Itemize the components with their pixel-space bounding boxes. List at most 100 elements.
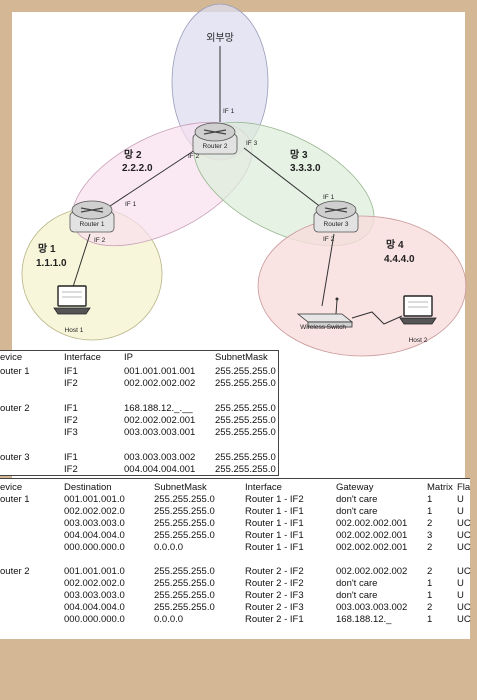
route-table-cell: 2 [427,602,433,613]
net-3-addr: 3.3.3.0 [290,163,321,174]
route-table-cell: 2 [427,566,433,577]
route-table-header-0: evice [0,482,23,493]
route-table-cell: 002.002.002.0 [64,506,125,517]
ip-table-cell: IF2 [64,378,78,389]
ip-table-cell: 255.255.255.0 [215,452,276,463]
route-table-cell: 255.255.255.0 [154,602,215,613]
route-table-header-3: Interface [245,482,282,493]
ip-table-cell: 002.002.002.001 [124,415,196,426]
route-table-cell: 1 [427,506,433,517]
route-table-cell: 2 [427,518,433,529]
route-table-cell: 0.0.0.0 [154,542,184,553]
route-table-cell: don't care [336,590,378,601]
ip-table-cell: 255.255.255.0 [215,403,276,414]
route-table-cell: 002.002.002.001 [336,542,408,553]
route-table-cell: 003.003.003.0 [64,518,125,529]
route-table-cell: Router 1 - IF1 [245,542,304,553]
ip-table-cell: 255.255.255.0 [215,464,276,475]
route-table-header-6: Fla [457,482,471,493]
r2-if3-label: IF 3 [246,140,258,147]
host-1-laptop-icon [53,285,91,315]
ip-table-cell: 003.003.003.002 [124,452,196,463]
r2-if2-label: IF 2 [188,153,200,160]
route-table-cell: 001.001.001.0 [64,494,125,505]
link-router1-host1 [71,233,91,291]
ip-table-cell: 255.255.255.0 [215,427,276,438]
network-4-area [257,215,467,357]
route-table-cell: 2 [427,542,433,553]
host-2-label: Host 2 [409,337,428,344]
ip-table-cell: IF1 [64,403,78,414]
net-1-addr: 1.1.1.0 [36,258,67,269]
router-2 [192,122,238,155]
route-table-cell: UC [457,614,471,625]
ip-table-header-1: Interface [64,352,101,363]
route-table-cell: Router 1 - IF1 [245,530,304,541]
host-1-label: Host 1 [65,327,84,334]
r2-if1-label: IF 1 [223,108,235,115]
ip-table-header-2: IP [124,352,133,363]
link-router2-router1 [106,147,199,209]
route-table-cell: 255.255.255.0 [154,506,215,517]
ip-table-cell: 255.255.255.0 [215,366,276,377]
link-router2-router3 [243,147,323,209]
route-table-header-4: Gateway [336,482,374,493]
ip-table-cell: 003.003.003.001 [124,427,196,438]
route-table-cell: outer 1 [0,494,30,505]
r3-if2-label: IF 2 [323,236,335,243]
route-table-header-5: Matrix [427,482,453,493]
route-table-cell: 002.002.002.001 [336,530,408,541]
route-table-cell: U [457,590,464,601]
route-table-header-1: Destination [64,482,112,493]
route-table-cell: 168.188.12._ [336,614,392,625]
ip-table-cell: 168.188.12._.__ [124,403,193,414]
router-2-label: Router 2 [203,143,228,150]
ip-table-cell: IF1 [64,366,78,377]
route-table-cell: 001.001.001.0 [64,566,125,577]
ip-table-cell: 255.255.255.0 [215,415,276,426]
router-1 [69,200,115,233]
route-table-cell: 1 [427,590,433,601]
route-table-cell: 003.003.003.0 [64,590,125,601]
route-table-cell: U [457,578,464,589]
route-table-cell: Router 1 - IF1 [245,506,304,517]
router-3-label: Router 3 [324,221,349,228]
route-table-cell: Router 2 - IF3 [245,590,304,601]
route-table-cell: don't care [336,494,378,505]
ip-table-cell: IF1 [64,452,78,463]
route-table-cell: UC [457,566,471,577]
route-table-cell: don't care [336,578,378,589]
ip-table-header-0: evice [0,352,23,363]
route-table-cell: 002.002.002.002 [336,566,408,577]
route-table-cell: 255.255.255.0 [154,494,215,505]
route-table-cell: Router 2 - IF3 [245,602,304,613]
route-table-cell: UC [457,542,471,553]
ip-table-header-3: SubnetMask [215,352,268,363]
wireless-switch-icon [296,297,354,328]
r1-if1-label: IF 1 [125,201,137,208]
route-table-cell: 1 [427,494,433,505]
ip-address-table: evice Interface IP SubnetMask outer 1 IF1 001.… [0,350,279,476]
r1-if2-label: IF 2 [94,237,106,244]
route-table-cell: 0.0.0.0 [154,614,184,625]
ip-table-cell: 001.001.001.001 [124,366,196,377]
route-table-cell: outer 2 [0,566,30,577]
ip-table-cell: outer 3 [0,452,30,463]
ip-table-cell: outer 1 [0,366,30,377]
route-table-cell: 255.255.255.0 [154,530,215,541]
route-table-cell: 000.000.000.0 [64,614,125,625]
route-table-cell: Router 2 - IF2 [245,578,304,589]
net-4-name: 망 4 [386,238,404,251]
router-3 [313,200,359,233]
ip-table-cell: IF2 [64,464,78,475]
route-table-cell: 000.000.000.0 [64,542,125,553]
ip-table-cell: 255.255.255.0 [215,378,276,389]
router-1-label: Router 1 [80,221,105,228]
ip-table-cell: 002.002.002.002 [124,378,196,389]
route-table-cell: 3 [427,530,433,541]
route-table-cell: UC [457,602,471,613]
route-table-cell: 1 [427,614,433,625]
net-3-name: 망 3 [290,148,308,161]
ip-table-cell: outer 2 [0,403,30,414]
